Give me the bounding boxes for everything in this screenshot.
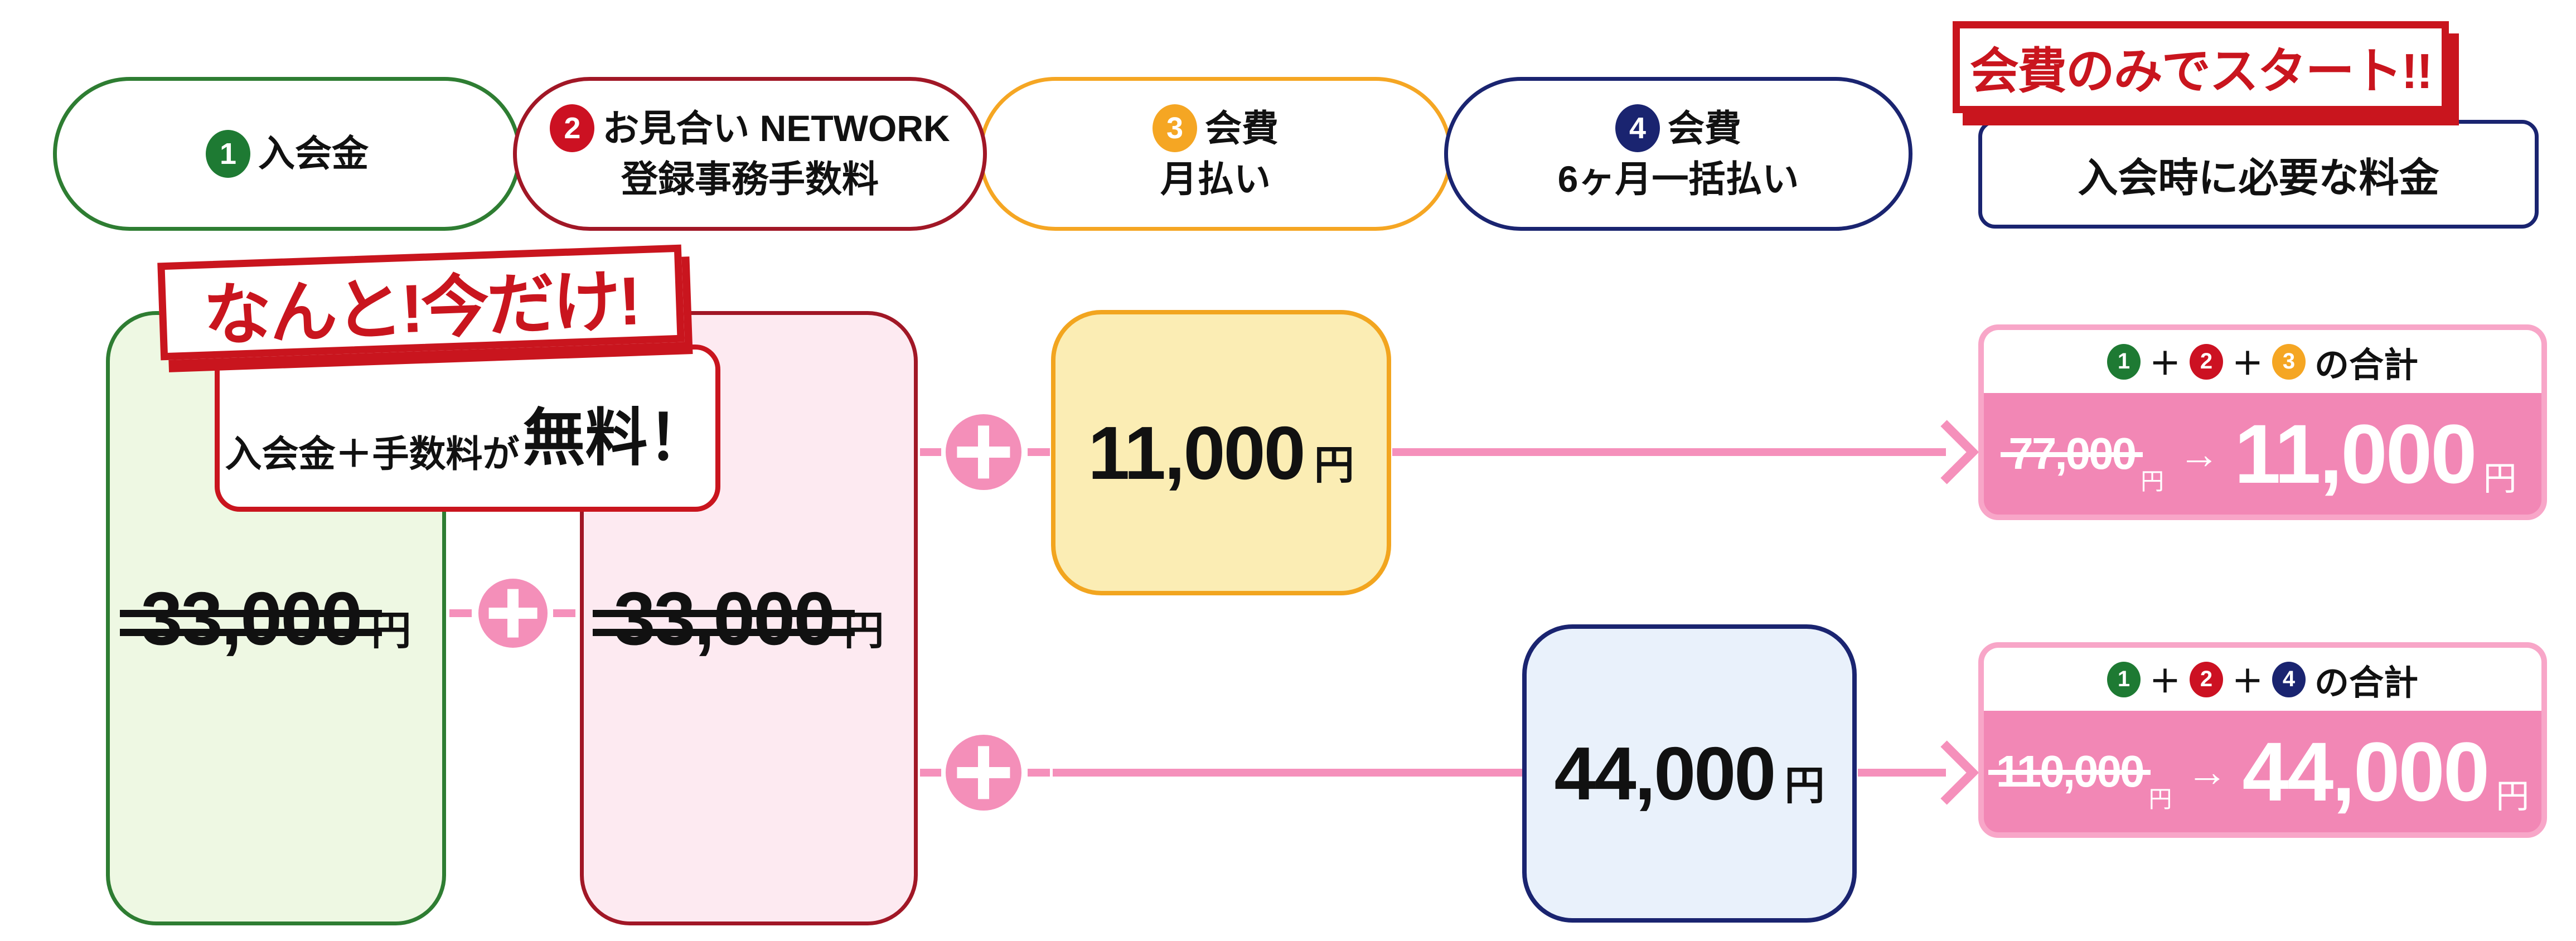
admission-fee-unit: 円 xyxy=(371,608,411,653)
six-month-fee-box: 44,000 円 xyxy=(1522,624,1857,923)
pill-monthly-fee: 3 会費 月払い xyxy=(979,77,1452,231)
plus-separator: ＋ xyxy=(2149,664,2181,699)
connector-line xyxy=(1392,448,1946,456)
number-badge-1-icon: 1 xyxy=(206,129,250,178)
promo-note-prefix: 入会金＋手数料が xyxy=(225,433,520,474)
number-badge-3-icon: 3 xyxy=(1153,104,1197,153)
arrow-right-icon xyxy=(1940,420,1979,484)
number-badge-2-icon: 2 xyxy=(2189,343,2223,380)
connector-dash xyxy=(920,769,941,777)
number-badge-3-icon: 3 xyxy=(2272,343,2306,380)
new-total-unit: 円 xyxy=(2496,778,2530,815)
number-badge-4-icon: 4 xyxy=(1615,104,1660,153)
monthly-fee-box: 11,000 円 xyxy=(1051,310,1391,595)
six-month-fee-unit: 円 xyxy=(1784,764,1825,808)
pill-total-at-signup: 入会時に必要な料金 xyxy=(1978,120,2539,229)
result-card-six-month: 1 ＋ 2 ＋ 4 の合計 110,000 円 → 44,000 円 xyxy=(1978,642,2547,838)
new-total-price: 44,000 xyxy=(2242,724,2490,818)
pill-six-month-fee: 4 会費 6ヶ月一括払い xyxy=(1444,77,1912,231)
plus-icon xyxy=(946,414,1021,490)
result-card-monthly: 1 ＋ 2 ＋ 3 の合計 77,000 円 → 11,000 円 xyxy=(1978,324,2547,520)
result-card-six-month-header: 1 ＋ 2 ＋ 4 の合計 xyxy=(1984,648,2541,711)
number-badge-2-icon: 2 xyxy=(2189,661,2223,697)
old-total-price-struck: 77,000 xyxy=(2001,429,2143,478)
plus-separator: ＋ xyxy=(2149,346,2181,381)
pill-network-label-line1: お見合い NETWORK xyxy=(602,107,950,149)
connector-dash xyxy=(553,609,575,617)
number-badge-1-icon: 1 xyxy=(2107,661,2141,697)
plus-icon xyxy=(946,735,1021,811)
arrow-right-icon xyxy=(1940,740,1979,805)
plus-separator: ＋ xyxy=(2231,346,2263,381)
pill-six-month-label-line1: 会費 xyxy=(1668,107,1741,149)
connector-dash xyxy=(1028,448,1050,456)
result-total-label: の合計 xyxy=(2314,663,2418,702)
result-total-label: の合計 xyxy=(2314,346,2418,385)
old-total-price-struck: 110,000 xyxy=(1988,746,2151,796)
admission-fee-price-struck: 33,000 xyxy=(119,576,382,661)
new-total-price: 11,000 xyxy=(2234,406,2477,501)
arrow-right-icon: → xyxy=(2178,430,2220,477)
pill-admission-fee: 1 入会金 xyxy=(53,77,521,231)
pill-admission-label: 入会金 xyxy=(258,133,369,174)
old-total-unit: 円 xyxy=(2141,468,2165,494)
connector-dash xyxy=(1028,769,1050,777)
six-month-fee-price: 44,000 xyxy=(1554,731,1776,816)
promo-banner: なんと!今だけ! xyxy=(157,244,685,361)
number-badge-1-icon: 1 xyxy=(2107,343,2141,380)
plus-separator: ＋ xyxy=(2231,664,2263,699)
arrow-right-icon: → xyxy=(2186,748,2228,795)
result-card-six-month-prices: 110,000 円 → 44,000 円 xyxy=(1984,711,2541,832)
network-fee-unit: 円 xyxy=(844,608,884,653)
promo-note-emphasis: 無料！ xyxy=(522,403,710,473)
pill-monthly-label-line1: 会費 xyxy=(1205,107,1279,149)
promo-note: 入会金＋手数料が 無料！ xyxy=(215,345,720,512)
number-badge-4-icon: 4 xyxy=(2272,661,2306,697)
pill-network-fee: 2 お見合い NETWORK 登録事務手数料 xyxy=(513,77,987,231)
plus-icon xyxy=(478,579,548,648)
start-with-fee-only-badge: 会費のみでスタート!! xyxy=(1953,21,2449,113)
monthly-fee-price: 11,000 xyxy=(1088,410,1305,495)
connector-line xyxy=(1053,769,1522,777)
result-card-monthly-header: 1 ＋ 2 ＋ 3 の合計 xyxy=(1984,330,2541,393)
monthly-fee-unit: 円 xyxy=(1314,443,1354,488)
connector-line xyxy=(1858,769,1946,777)
new-total-unit: 円 xyxy=(2483,460,2517,497)
network-fee-price-struck: 33,000 xyxy=(592,576,855,661)
pill-network-label-line2: 登録事務手数料 xyxy=(621,158,879,200)
pill-six-month-label-line2: 6ヶ月一括払い xyxy=(1557,158,1799,200)
number-badge-2-icon: 2 xyxy=(550,104,595,153)
connector-dash xyxy=(920,448,941,456)
result-card-monthly-prices: 77,000 円 → 11,000 円 xyxy=(1984,393,2541,515)
old-total-unit: 円 xyxy=(2148,786,2172,812)
pill-monthly-label-line2: 月払い xyxy=(1160,158,1271,200)
connector-dash xyxy=(449,609,472,617)
